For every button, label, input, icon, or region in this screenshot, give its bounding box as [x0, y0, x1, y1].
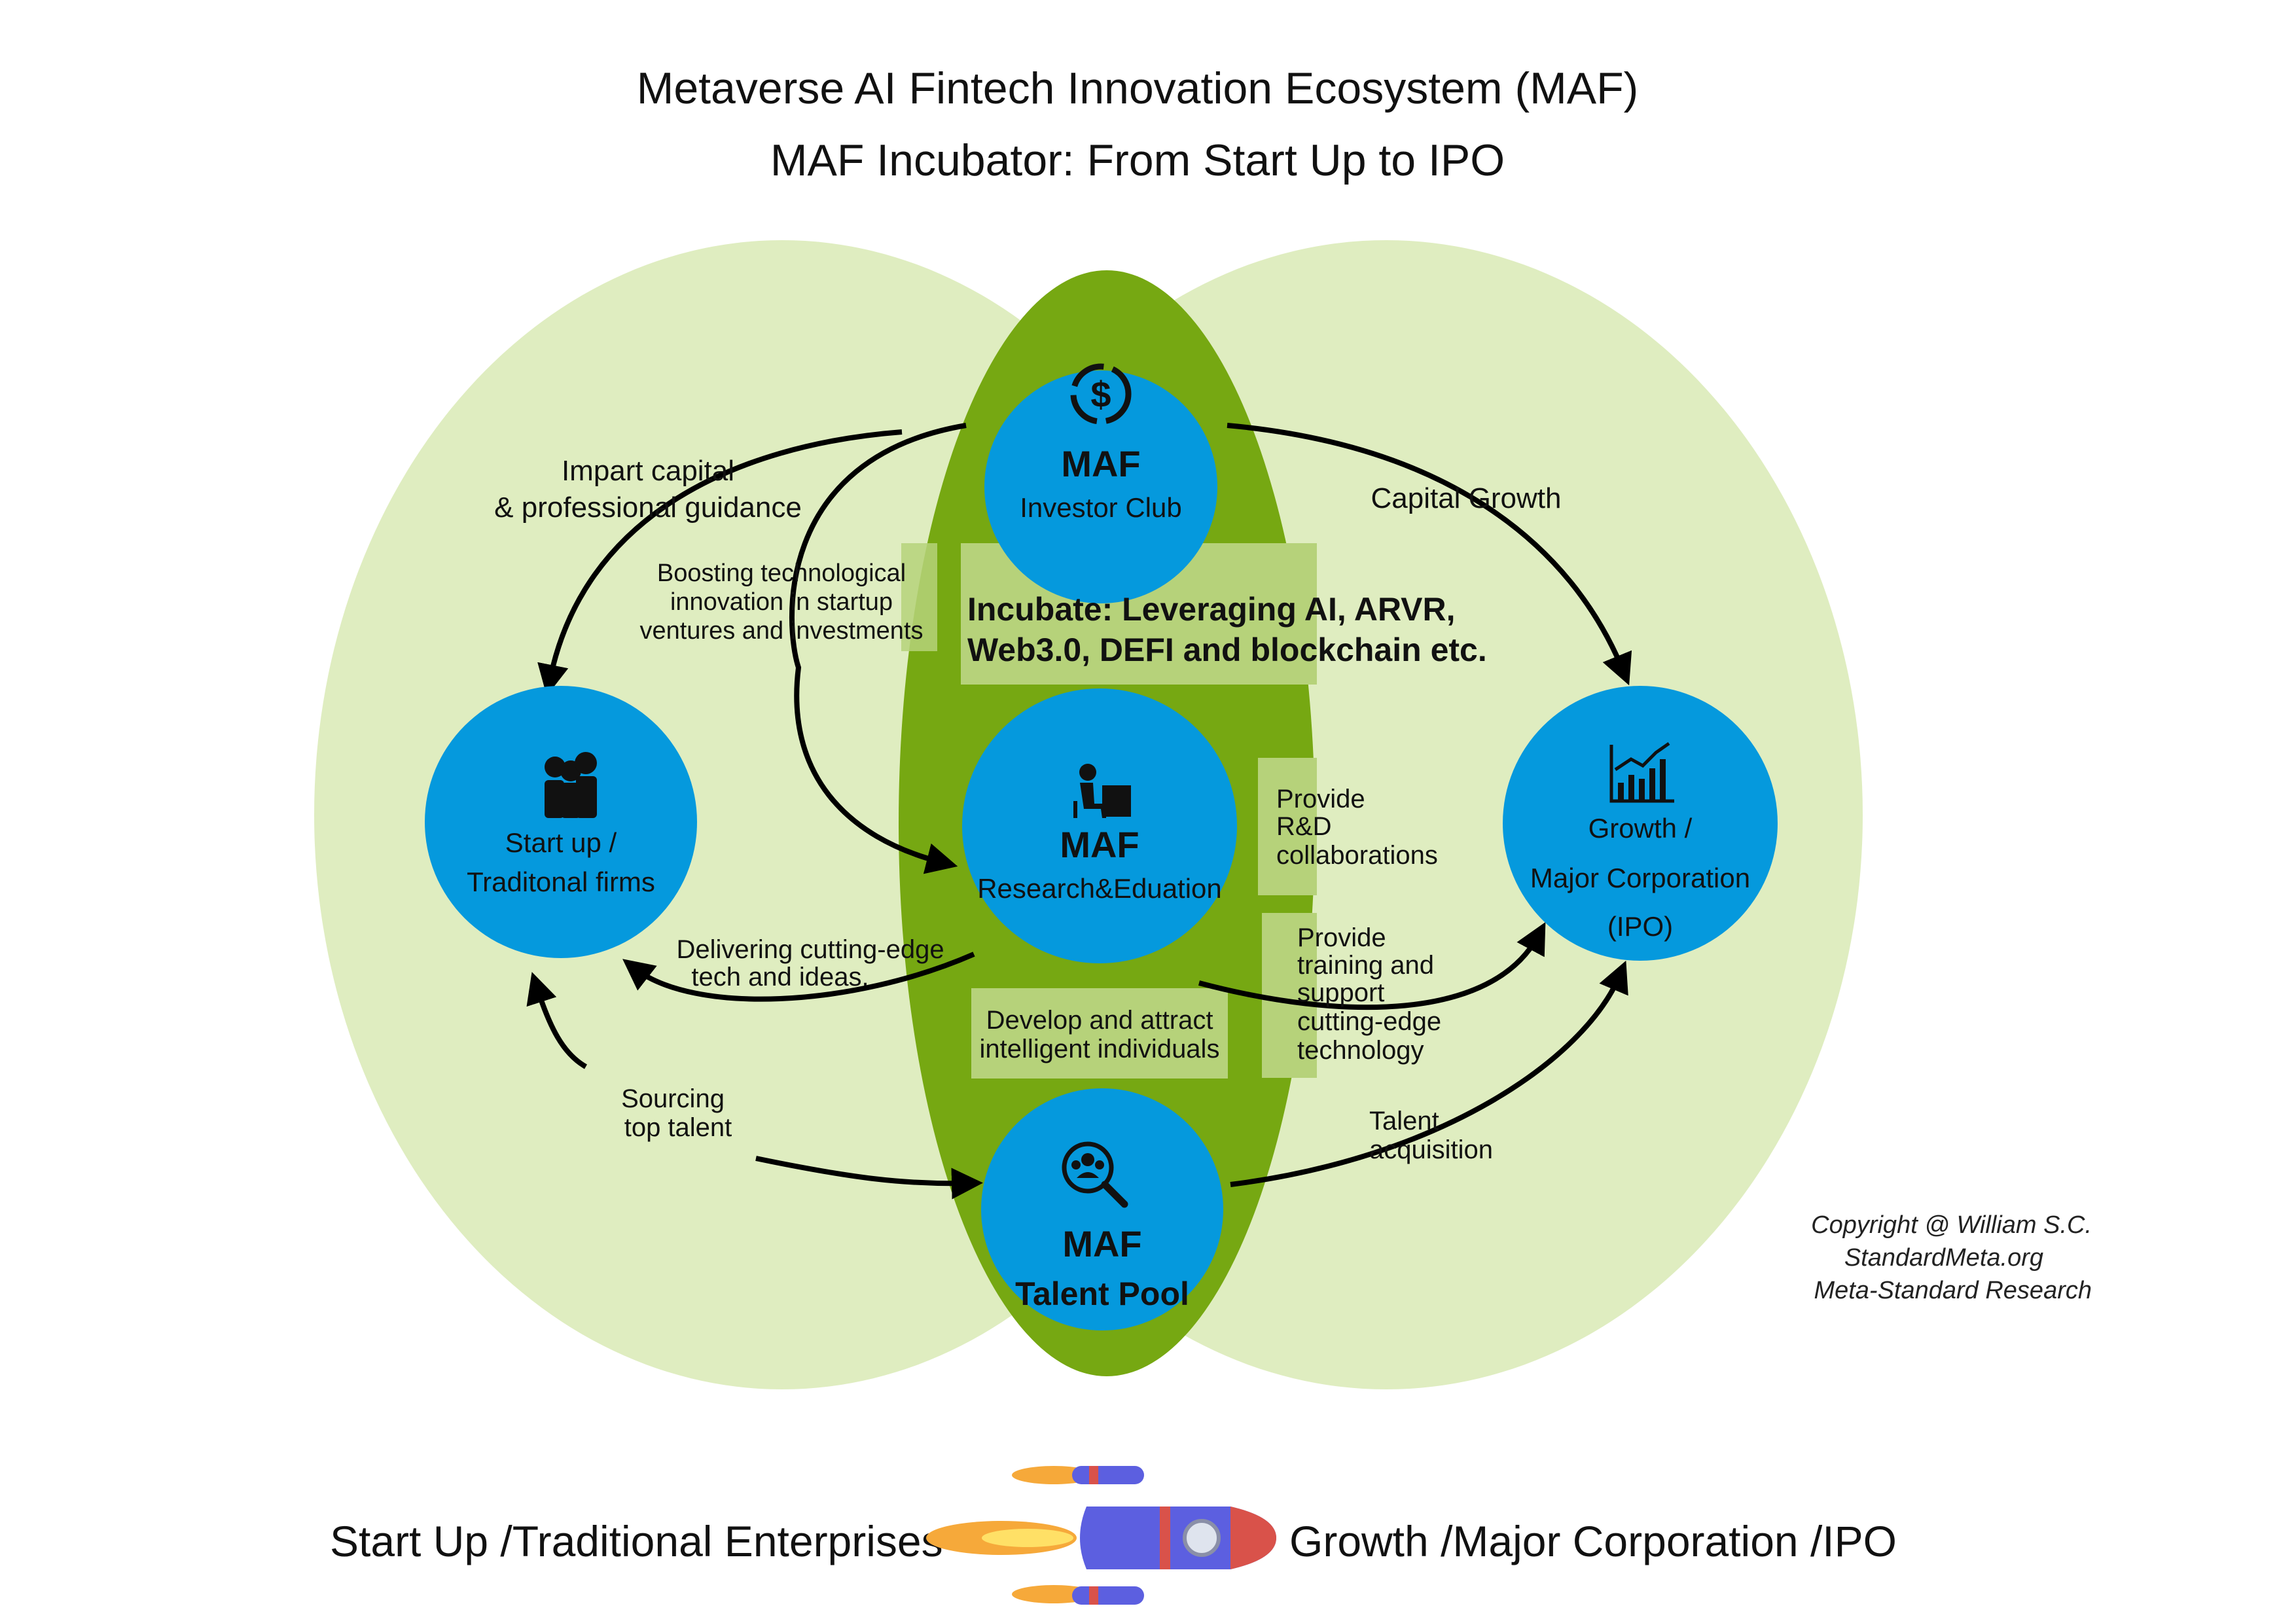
- training-line-3: support: [1297, 978, 1384, 1007]
- research-node[interactable]: MAF Research&Eduation: [962, 688, 1237, 963]
- research-label: Research&Eduation: [977, 873, 1222, 904]
- boosting-line-1: Boosting technological: [657, 560, 906, 587]
- growth-line-2: Major Corporation: [1530, 863, 1750, 893]
- dollar-cycle-icon: $: [1070, 363, 1132, 425]
- arrow-sourcing-up: [526, 972, 588, 1069]
- investor-label: Investor Club: [1020, 492, 1181, 523]
- incubate-line-1: Incubate: Leveraging AI, ARVR,: [967, 591, 1456, 628]
- copyright-line-3: Meta-Standard Research: [1814, 1277, 2092, 1304]
- sourcing-line-1: Sourcing: [621, 1084, 725, 1113]
- people-search-icon: [1062, 1141, 1128, 1208]
- talent-pool-node[interactable]: MAF Talent Pool: [981, 1088, 1223, 1330]
- delivering-line-2: tech and ideas.: [691, 963, 869, 991]
- copyright-line-1: Copyright @ William S.C.: [1811, 1211, 2092, 1239]
- startup-line-1: Start up /: [505, 827, 617, 858]
- title-line-1: Metaverse AI Fintech Innovation Ecosyste…: [637, 63, 1639, 113]
- talent-label: Talent Pool: [1015, 1275, 1189, 1312]
- sourcing-line-2: top talent: [624, 1113, 732, 1142]
- growth-chart-icon: [1609, 741, 1674, 803]
- talent-acq-line-1: Talent: [1369, 1107, 1439, 1135]
- arrow-capital-growth: [1227, 423, 1632, 686]
- boosting-line-2: innovation in startup: [670, 588, 893, 616]
- investor-club-node[interactable]: $ MAF Investor Club: [984, 363, 1217, 603]
- talent-heading: MAF: [1062, 1223, 1141, 1264]
- incubate-line-2: Web3.0, DEFI and blockchain etc.: [967, 632, 1487, 668]
- rd-box: [1258, 758, 1317, 895]
- boosting-box: [901, 543, 937, 651]
- rocket-icon: [926, 1466, 1276, 1605]
- develop-box: [971, 988, 1228, 1079]
- arrow-boosting: [789, 423, 967, 874]
- arrow-talent-acquisition: [1230, 960, 1628, 1187]
- rd-line-1: Provide: [1276, 785, 1365, 813]
- arrow-training: [1198, 921, 1546, 1010]
- svg-text:$: $: [1090, 374, 1111, 415]
- rd-line-2: R&D: [1276, 812, 1331, 841]
- desk-worker-icon: [1073, 764, 1131, 818]
- develop-line-2: intelligent individuals: [980, 1035, 1220, 1063]
- growth-node[interactable]: Growth / Major Corporation (IPO): [1503, 686, 1778, 961]
- arrow-sourcing-right: [755, 1156, 983, 1200]
- impart-capital-line-1: Impart capital: [562, 455, 734, 487]
- arrow-investor-to-startup: [537, 429, 903, 696]
- training-line-1: Provide: [1297, 923, 1386, 952]
- startup-line-2: Traditonal firms: [467, 866, 655, 897]
- group-people-icon: [545, 752, 597, 818]
- footer-right-label: Growth /Major Corporation /IPO: [1289, 1517, 1897, 1565]
- training-line-4: cutting-edge: [1297, 1007, 1441, 1036]
- training-line-5: technology: [1297, 1036, 1424, 1065]
- impart-capital-line-2: & professional guidance: [494, 491, 802, 524]
- arrow-delivering: [622, 952, 975, 1002]
- growth-line-1: Growth /: [1588, 813, 1693, 844]
- boosting-line-3: ventures and investments: [639, 617, 923, 645]
- copyright-line-2: StandardMeta.org: [1844, 1244, 2043, 1272]
- delivering-line-1: Delivering cutting-edge: [676, 935, 944, 964]
- startup-node[interactable]: Start up / Traditonal firms: [425, 686, 697, 958]
- research-heading: MAF: [1060, 824, 1139, 865]
- investor-heading: MAF: [1061, 443, 1140, 484]
- talent-acq-line-2: acquisition: [1369, 1135, 1493, 1164]
- title-line-2: MAF Incubator: From Start Up to IPO: [770, 135, 1505, 185]
- rd-line-3: collaborations: [1276, 841, 1438, 870]
- capital-growth-label: Capital Growth: [1371, 482, 1561, 514]
- footer-left-label: Start Up /Traditional Enterprises: [330, 1517, 943, 1565]
- training-line-2: training and: [1297, 951, 1434, 980]
- growth-line-3: (IPO): [1607, 911, 1673, 942]
- training-box: [1262, 913, 1317, 1078]
- develop-line-1: Develop and attract: [986, 1006, 1213, 1035]
